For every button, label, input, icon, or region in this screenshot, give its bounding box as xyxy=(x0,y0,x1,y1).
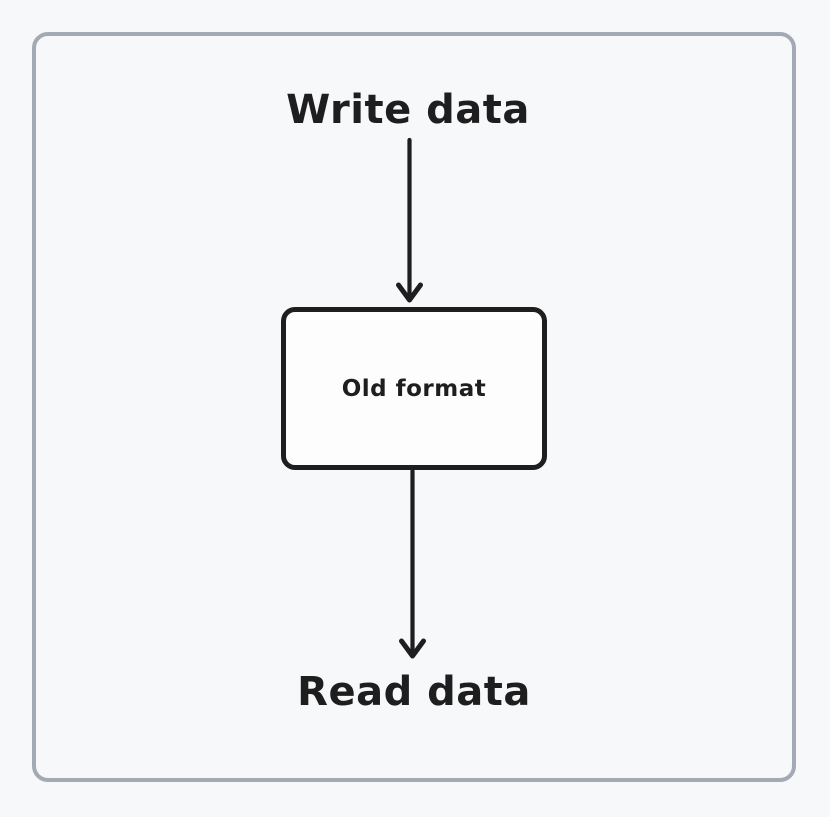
write-data-label: Write data xyxy=(286,87,530,133)
down-arrow-write-to-box-icon xyxy=(396,137,423,303)
down-arrow-box-to-read-icon xyxy=(399,468,426,659)
read-data-label: Read data xyxy=(297,669,531,715)
old-format-box: Old format xyxy=(281,307,547,470)
outer-frame xyxy=(32,32,796,782)
old-format-label: Old format xyxy=(341,375,487,402)
